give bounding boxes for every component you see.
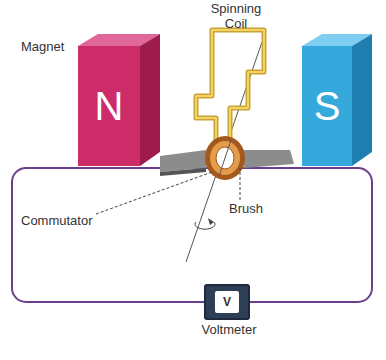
meter-name: Voltmeter [202, 322, 257, 337]
coil-outline [196, 30, 264, 150]
leader-line [96, 172, 212, 214]
leader-line [240, 168, 241, 200]
part-label: Spinning Coil [201, 2, 271, 32]
rotation-axis [219, 140, 231, 176]
voltmeter: VVoltmeter [204, 284, 250, 320]
coil-highlight [196, 30, 264, 150]
south-magnet: S [302, 46, 352, 166]
part-label: Magnet [20, 40, 65, 55]
brush-edge [160, 168, 206, 176]
magnet-side [352, 34, 372, 166]
pole-letter: N [95, 84, 124, 129]
meter-dial: V [215, 291, 239, 313]
north-magnet: N [78, 46, 140, 166]
part-label: Brush [228, 202, 264, 217]
rotation-arrowhead [208, 218, 214, 225]
magnet-side [140, 34, 160, 166]
south-magnet-face [302, 46, 352, 166]
north-magnet-face [78, 46, 140, 166]
part-label: Commutator [20, 214, 94, 229]
commutator-ring [205, 136, 245, 180]
circuit-wire [12, 168, 372, 302]
commutator-ring [210, 141, 240, 175]
brush-plate [244, 150, 294, 168]
pole-letter: S [314, 84, 341, 129]
